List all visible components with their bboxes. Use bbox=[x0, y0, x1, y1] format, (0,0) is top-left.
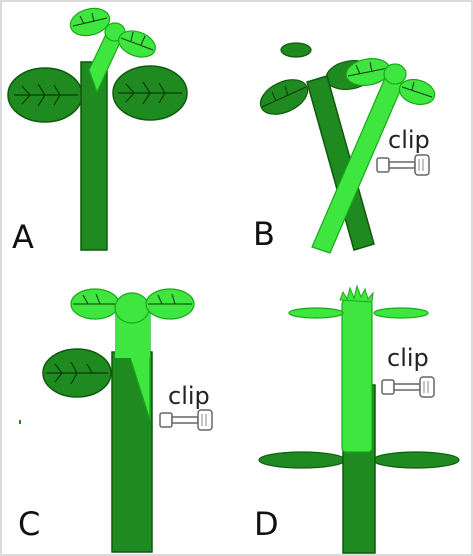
leaf-icon bbox=[259, 452, 345, 468]
leaf-icon bbox=[8, 68, 82, 122]
panel-letter: A bbox=[12, 218, 34, 256]
leaf-icon bbox=[43, 349, 111, 397]
bud bbox=[115, 293, 149, 323]
clip-label: clip bbox=[168, 382, 210, 410]
panel-letter: D bbox=[254, 505, 279, 543]
leaf-icon bbox=[146, 289, 194, 319]
leaf-icon bbox=[289, 308, 343, 318]
scion-stem bbox=[342, 300, 372, 452]
speck bbox=[19, 420, 21, 424]
rootstock-stem bbox=[81, 62, 107, 250]
panel-letter: C bbox=[18, 505, 40, 543]
leaf-icon bbox=[281, 43, 311, 57]
clip-label: clip bbox=[387, 344, 429, 372]
panel-letter: B bbox=[253, 215, 275, 253]
clip-label: clip bbox=[388, 126, 430, 154]
bud bbox=[384, 64, 406, 84]
leaf-icon bbox=[113, 66, 187, 120]
leaf-icon bbox=[374, 308, 428, 318]
leaf-icon bbox=[373, 452, 459, 468]
leaf-icon bbox=[71, 289, 119, 319]
